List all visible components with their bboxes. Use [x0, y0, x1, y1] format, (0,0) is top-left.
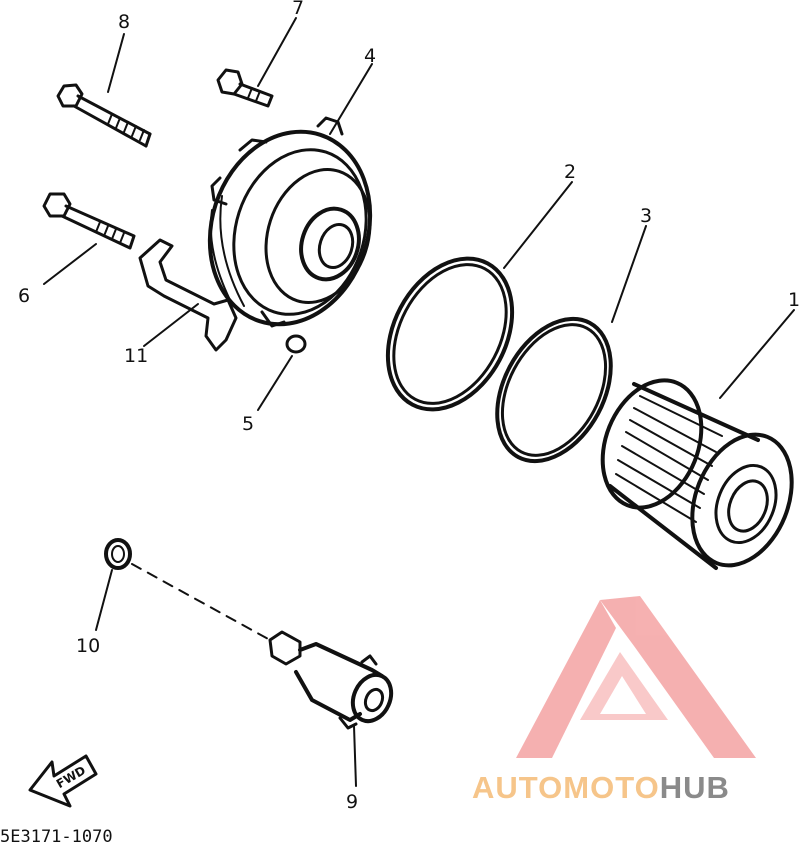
alignment-dashed-line: [131, 563, 271, 641]
bolt-6[interactable]: [42, 192, 136, 250]
callout-7: 7: [292, 0, 304, 19]
fwd-label: FWD: [54, 763, 88, 791]
callout-11: 11: [124, 345, 148, 367]
bolt-8[interactable]: [56, 83, 152, 148]
bracket-11[interactable]: [138, 238, 238, 352]
oil-filter-cover-4[interactable]: [186, 111, 395, 346]
fwd-arrow: FWD: [28, 754, 98, 808]
watermark-part-moto: MOTO: [563, 770, 659, 805]
o-ring-3[interactable]: [474, 299, 634, 480]
callout-4: 4: [364, 45, 376, 67]
watermark-text: AUTOMOTOHUB: [472, 770, 730, 805]
watermark-part-hub: HUB: [660, 770, 730, 805]
oil-filter-element-1[interactable]: [585, 366, 800, 581]
bolt-7[interactable]: [216, 68, 274, 108]
callout-9: 9: [346, 791, 358, 813]
washer-10[interactable]: [104, 538, 132, 570]
callout-8: 8: [118, 11, 130, 33]
callout-5: 5: [242, 413, 254, 435]
watermark-part-auto: AUTO: [472, 770, 563, 805]
callout-6: 6: [18, 285, 30, 307]
watermark-logo-icon: [516, 596, 756, 758]
diagram-code: 5E3171-1070: [0, 827, 113, 847]
callout-3: 3: [640, 205, 652, 227]
callout-10: 10: [76, 635, 100, 657]
o-ring-2[interactable]: [363, 237, 537, 431]
callout-1: 1: [788, 289, 800, 311]
oil-pressure-switch-9[interactable]: [268, 630, 398, 730]
leader-lines: [43, 17, 795, 787]
washer-5[interactable]: [285, 334, 307, 354]
callout-2: 2: [564, 161, 576, 183]
